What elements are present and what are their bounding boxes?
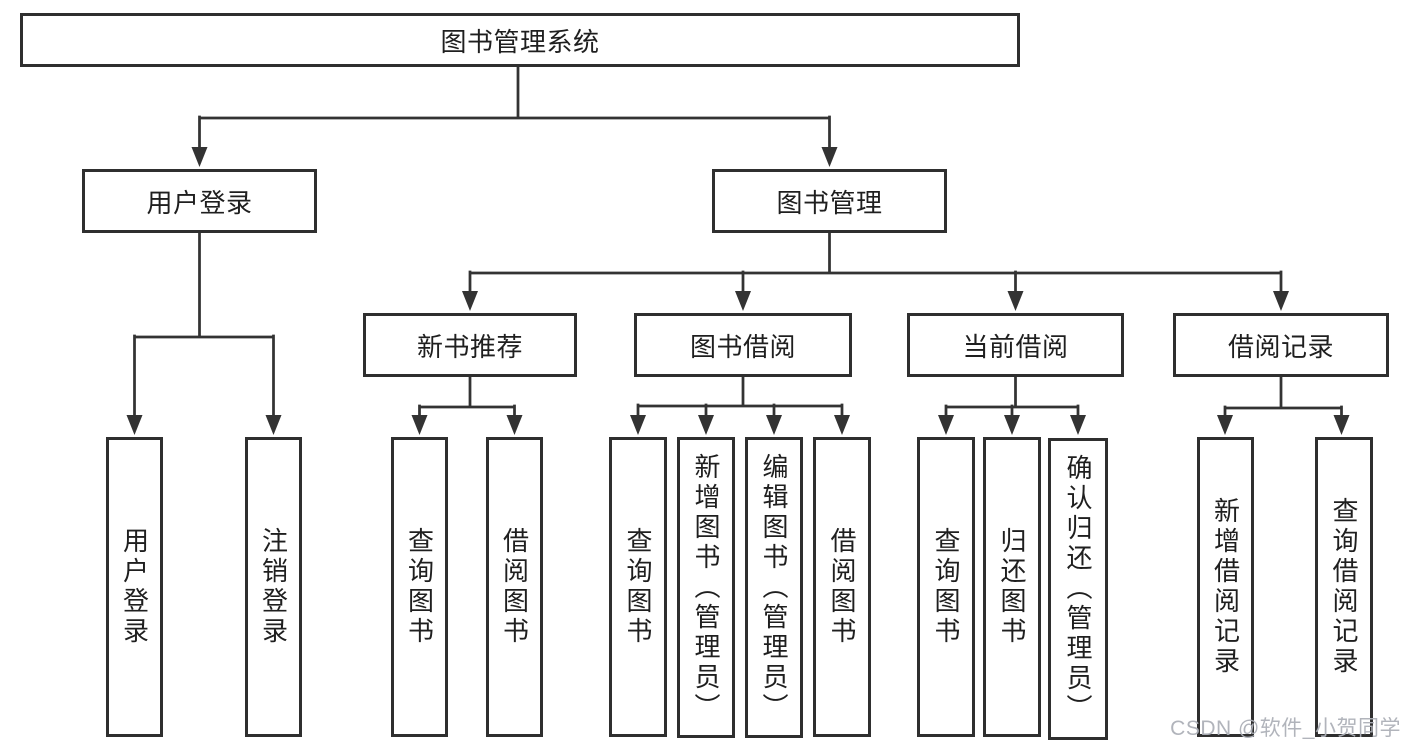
leaf-confirm-return-admin: 确认归还（管理员） — [1048, 438, 1108, 740]
leaf-borrow-books-recommend: 借阅图书 — [486, 437, 543, 737]
node-new-book-recommend: 新书推荐 — [363, 313, 577, 377]
node-current-borrow: 当前借阅 — [907, 313, 1124, 377]
node-book-management: 图书管理 — [712, 169, 947, 233]
leaf-return-book: 归还图书 — [983, 437, 1041, 737]
node-borrow-record: 借阅记录 — [1173, 313, 1389, 377]
leaf-add-book-admin: 新增图书（管理员） — [677, 437, 735, 738]
leaf-edit-book-admin: 编辑图书（管理员） — [745, 437, 803, 738]
watermark: CSDN @软件_小贺同学 — [1170, 717, 1401, 740]
node-root-library-system: 图书管理系统 — [20, 13, 1020, 67]
node-user-login: 用户登录 — [82, 169, 317, 233]
leaf-logout: 注销登录 — [245, 437, 302, 737]
leaf-query-books-borrow: 查询图书 — [609, 437, 667, 737]
leaf-query-borrow-record: 查询借阅记录 — [1315, 437, 1373, 737]
leaf-user-login: 用户登录 — [106, 437, 163, 737]
leaf-query-books-current: 查询图书 — [917, 437, 975, 737]
leaf-add-borrow-record: 新增借阅记录 — [1197, 437, 1254, 737]
node-book-borrow: 图书借阅 — [634, 313, 852, 377]
leaf-query-books-recommend: 查询图书 — [391, 437, 448, 737]
leaf-borrow-books: 借阅图书 — [813, 437, 871, 737]
